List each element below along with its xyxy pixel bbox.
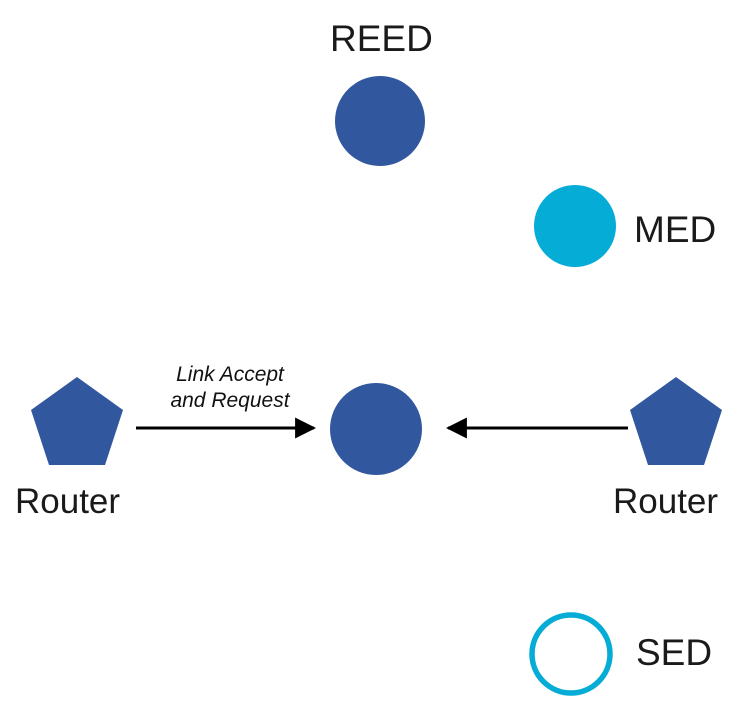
node-reed[interactable] <box>335 76 425 166</box>
node-label-router-left: Router <box>15 482 121 521</box>
node-label-med: MED <box>634 209 717 250</box>
node-router-right[interactable] <box>630 377 722 465</box>
edge-label-link-accept-and-request: Link Accept and Request <box>170 363 290 412</box>
node-sed[interactable] <box>529 612 613 696</box>
node-label-sed: SED <box>636 632 713 673</box>
node-label-router-right: Router <box>613 482 719 521</box>
node-leader[interactable] <box>330 383 422 475</box>
node-router-left[interactable] <box>31 377 123 465</box>
node-med[interactable] <box>534 185 616 267</box>
node-label-reed: REED <box>330 18 433 59</box>
